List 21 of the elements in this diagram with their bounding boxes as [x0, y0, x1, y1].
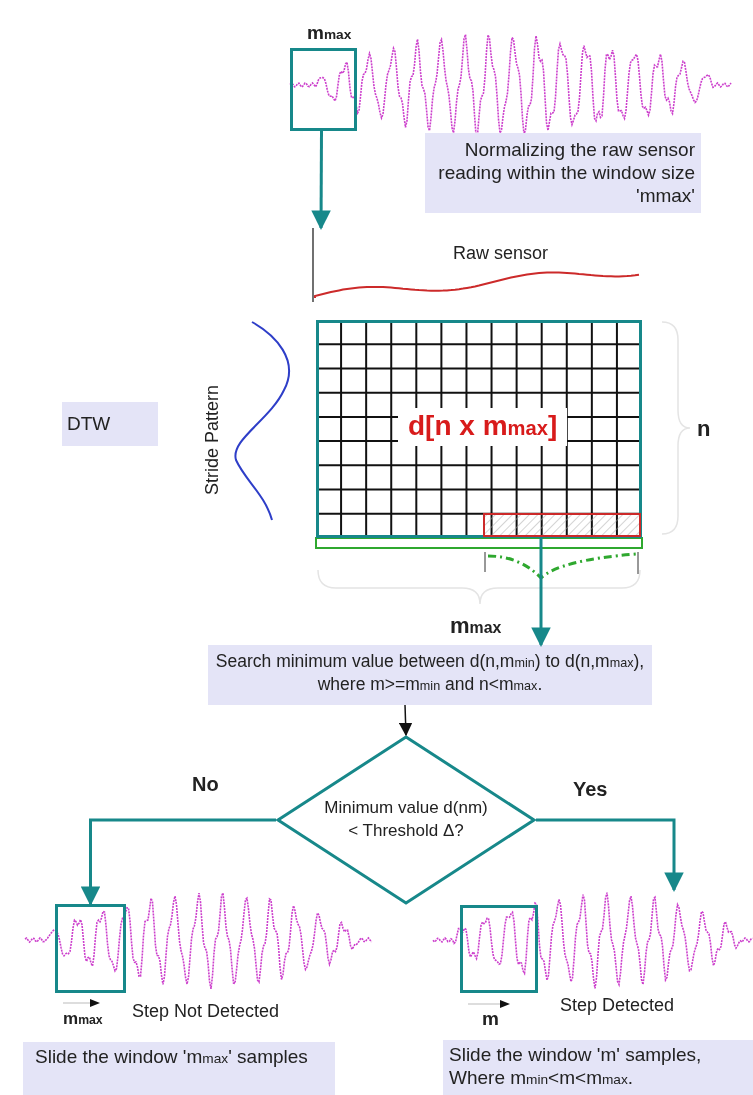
- edge-label: Yes: [573, 778, 608, 801]
- label-box: DTW: [62, 402, 158, 446]
- arrow: [398, 704, 413, 737]
- dimension-label: n: [697, 416, 711, 442]
- window-box: [55, 904, 126, 993]
- arrow: [536, 818, 684, 892]
- status-label: Step Detected: [560, 995, 675, 1016]
- arrow: [311, 131, 331, 230]
- note-box: Normalizing the raw sensor reading within the window size 'mmax': [425, 133, 701, 213]
- decision-diamond: [276, 735, 536, 905]
- decision-text: Minimum value d(nm) < Threshold Δ?: [323, 797, 489, 842]
- window-box: [460, 905, 538, 993]
- arrow: [80, 818, 276, 906]
- status-label: Step Not Detected: [132, 1001, 280, 1022]
- axis-label: Stride Pattern: [201, 384, 223, 496]
- matrix-grid: [316, 320, 642, 538]
- window-box: [290, 48, 357, 131]
- arrow: [531, 538, 551, 647]
- axis-label: Raw sensor: [453, 243, 549, 264]
- window-label: m: [482, 1008, 499, 1030]
- edge-label: No: [192, 773, 219, 796]
